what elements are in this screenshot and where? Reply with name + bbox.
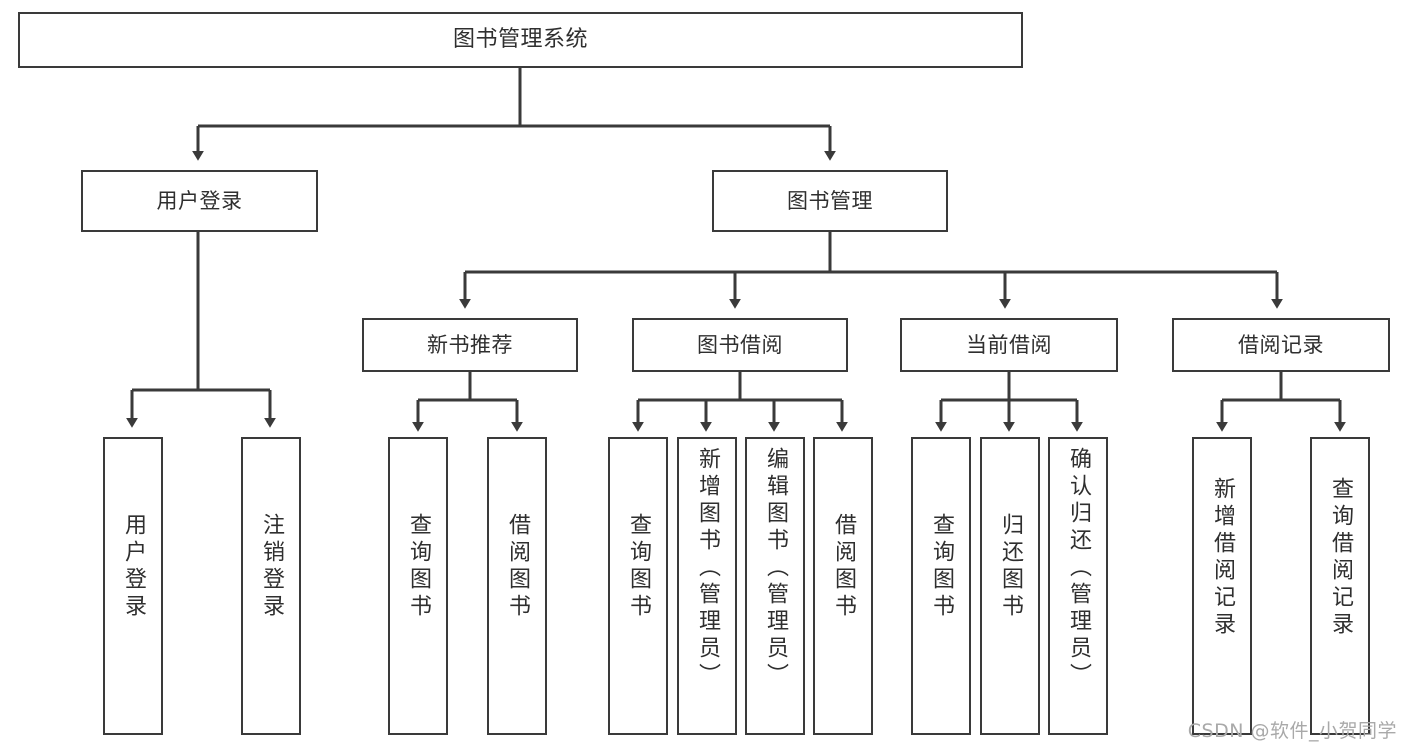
leaf-node-query-book-recommend[interactable]: 查询图书: [388, 437, 448, 735]
node-label: 当前借阅: [966, 332, 1052, 357]
node-label: 图书管理: [787, 188, 873, 213]
node-label: 新增借阅记录: [1210, 477, 1235, 639]
node-label: 用户登录: [121, 513, 146, 621]
leaf-node-query-book-current[interactable]: 查询图书: [911, 437, 971, 735]
node-label: 查询借阅记录: [1328, 477, 1353, 639]
node-label: 注销登录: [259, 513, 284, 621]
leaf-node-return-book[interactable]: 归还图书: [980, 437, 1040, 735]
node-label: 借阅记录: [1238, 332, 1324, 357]
leaf-node-add-borrow-record[interactable]: 新增借阅记录: [1192, 437, 1252, 735]
node-label: 编辑图书（管理员）: [763, 447, 788, 690]
node-borrow-record[interactable]: 借阅记录: [1172, 318, 1390, 372]
node-label: 新增图书（管理员）: [695, 447, 720, 690]
node-book-management[interactable]: 图书管理: [712, 170, 948, 232]
leaf-node-user-logout[interactable]: 注销登录: [241, 437, 301, 735]
leaf-node-borrow-book-recommend[interactable]: 借阅图书: [487, 437, 547, 735]
node-label: 查询图书: [406, 513, 431, 621]
node-new-book-recommend[interactable]: 新书推荐: [362, 318, 578, 372]
watermark-text: CSDN @软件_小贺同学: [1187, 720, 1397, 742]
leaf-node-add-book[interactable]: 新增图书（管理员）: [677, 437, 737, 735]
leaf-node-query-book-borrow[interactable]: 查询图书: [608, 437, 668, 735]
node-label: 归还图书: [998, 513, 1023, 621]
node-label: 图书借阅: [697, 332, 783, 357]
node-label: 借阅图书: [505, 513, 530, 621]
leaf-node-confirm-return[interactable]: 确认归还（管理员）: [1048, 437, 1108, 735]
node-label: 借阅图书: [831, 513, 856, 621]
leaf-node-user-login[interactable]: 用户登录: [103, 437, 163, 735]
leaf-node-borrow-book[interactable]: 借阅图书: [813, 437, 873, 735]
node-current-borrow[interactable]: 当前借阅: [900, 318, 1118, 372]
node-label: 图书管理系统: [452, 27, 588, 53]
node-root-book-management-system[interactable]: 图书管理系统: [18, 12, 1023, 68]
node-book-borrow[interactable]: 图书借阅: [632, 318, 848, 372]
leaf-node-edit-book[interactable]: 编辑图书（管理员）: [745, 437, 805, 735]
node-label: 查询图书: [929, 513, 954, 621]
node-label: 查询图书: [626, 513, 651, 621]
node-user-login[interactable]: 用户登录: [81, 170, 318, 232]
node-label: 新书推荐: [427, 332, 513, 357]
leaf-node-query-borrow-record[interactable]: 查询借阅记录: [1310, 437, 1370, 735]
node-label: 用户登录: [156, 188, 243, 213]
node-label: 确认归还（管理员）: [1066, 447, 1091, 690]
